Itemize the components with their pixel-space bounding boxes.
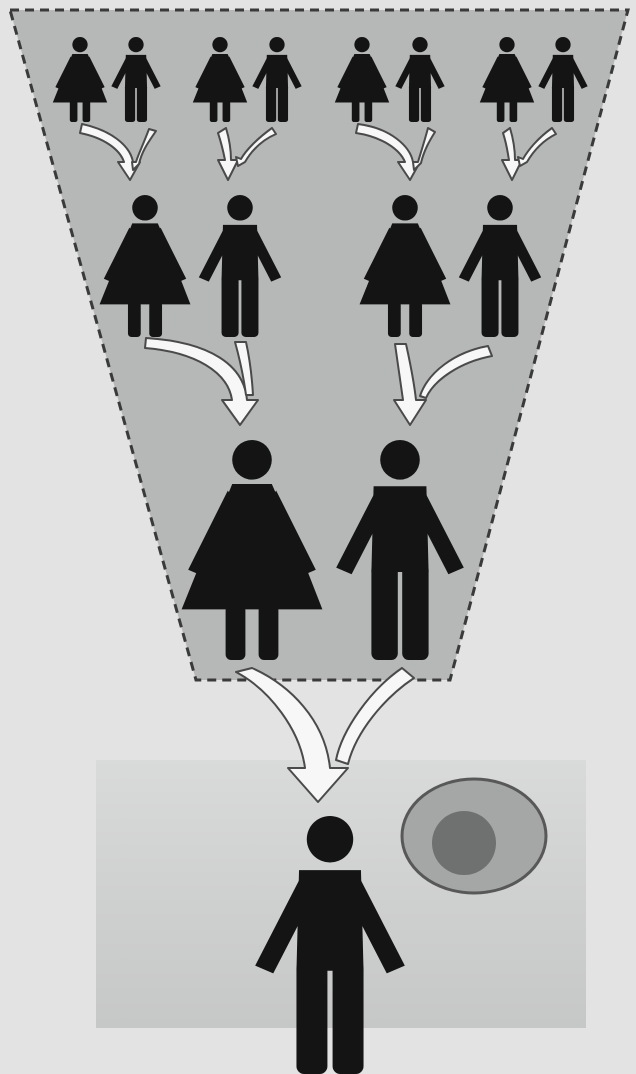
ancestry-funnel (10, 10, 628, 680)
arrow-icon (336, 668, 414, 764)
cell-icon (402, 779, 546, 893)
